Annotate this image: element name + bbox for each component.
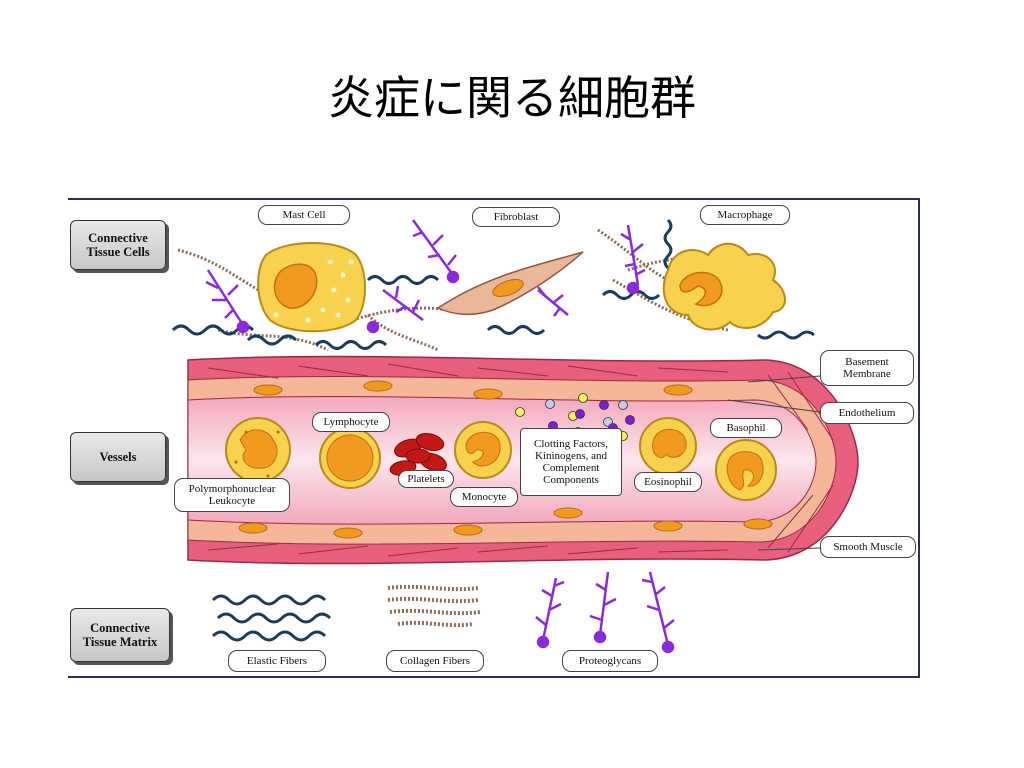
vessels-box: Vessels (70, 432, 166, 482)
label-basophil: Basophil (710, 418, 782, 438)
label-elastic-fibers: Elastic Fibers (228, 650, 326, 672)
label-lymphocyte: Lymphocyte (312, 412, 390, 432)
monocyte-illustration (454, 421, 512, 479)
label-smooth-muscle: Smooth Muscle (820, 536, 916, 558)
label-proteoglycans: Proteoglycans (562, 650, 658, 672)
inflammation-diagram: Connective Tissue Cells Vessels Connecti… (68, 198, 920, 678)
polymorphonuclear-leukocyte-illustration (225, 417, 291, 483)
proteoglycans-illustration (535, 571, 675, 654)
label-basement-membrane: Basement Membrane (820, 350, 914, 386)
fibroblast-illustration (436, 251, 584, 316)
collagen-fibers-illustration (387, 584, 481, 628)
basophil-illustration (715, 439, 777, 501)
label-macrophage: Macrophage (700, 205, 790, 225)
slide-title: 炎症に関る細胞群 (328, 71, 696, 125)
label-monocyte: Monocyte (450, 487, 518, 507)
lymphocyte-illustration (319, 427, 381, 489)
leader-lines (727, 375, 821, 551)
connective-tissue-cells-box: Connective Tissue Cells (70, 220, 166, 270)
label-fibroblast: Fibroblast (472, 207, 560, 227)
proteoglycans-top (205, 219, 646, 334)
eosinophil-illustration (639, 417, 697, 475)
elastic-fibers-illustration (211, 594, 332, 642)
mast-cell-illustration (257, 242, 366, 333)
label-clotting-factors: Clotting Factors, Kininogens, and Comple… (520, 428, 622, 496)
label-platelets: Platelets (398, 470, 454, 488)
label-collagen-fibers: Collagen Fibers (386, 650, 484, 672)
diagram-artwork (171, 218, 859, 654)
label-polymorphonuclear-leukocyte: Polymorphonuclear Leukocyte (174, 478, 290, 512)
label-endothelium: Endothelium (820, 402, 914, 424)
label-mast-cell: Mast Cell (258, 205, 350, 225)
connective-tissue-matrix-box: Connective Tissue Matrix (70, 608, 170, 662)
label-eosinophil: Eosinophil (634, 472, 702, 492)
macrophage-illustration (662, 242, 786, 331)
